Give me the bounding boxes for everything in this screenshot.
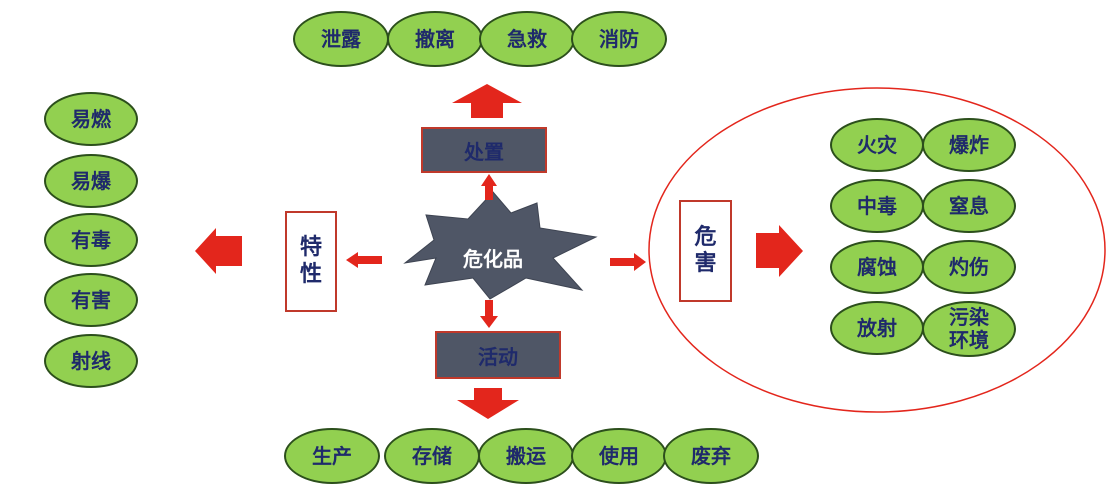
hazards-circle: [648, 87, 1106, 413]
disposal-item-first-aid: 急救: [479, 11, 575, 67]
hazards-box: 危害: [679, 200, 732, 302]
trait-item-radiation: 射线: [44, 334, 138, 388]
hazard-item-pollution-label: 污染环境: [949, 305, 989, 352]
activity-item-storage: 存储: [384, 428, 480, 484]
trait-item-toxic: 有毒: [44, 213, 138, 267]
small-arrow-up: [481, 174, 497, 200]
disposal-box: 处置: [421, 127, 547, 173]
activity-item-disposal: 废弃: [663, 428, 759, 484]
hazard-item-suffocation: 窒息: [922, 179, 1016, 233]
hazards-label: 危害: [694, 224, 717, 276]
trait-item-harmful: 有害: [44, 273, 138, 327]
big-arrow-down: [457, 388, 519, 419]
activity-item-use: 使用: [571, 428, 667, 484]
activity-box: 活动: [435, 331, 561, 379]
big-arrow-right: [756, 225, 803, 277]
hazard-item-poisoning: 中毒: [830, 179, 924, 233]
characteristics-label: 特性: [300, 235, 323, 287]
big-arrow-left: [195, 228, 242, 274]
hazard-item-fire: 火灾: [830, 118, 924, 172]
trait-item-flammable: 易燃: [44, 92, 138, 146]
hazard-item-corrosion: 腐蚀: [830, 240, 924, 294]
center-star-shape: [403, 191, 598, 300]
small-arrow-right: [610, 253, 646, 271]
hazard-item-burn: 灼伤: [922, 240, 1016, 294]
activity-item-transport: 搬运: [478, 428, 574, 484]
disposal-item-firefighting: 消防: [571, 11, 667, 67]
trait-item-explosive: 易爆: [44, 154, 138, 208]
big-arrow-up: [452, 84, 522, 118]
characteristics-box: 特性: [285, 211, 337, 312]
hazard-item-explosion: 爆炸: [922, 118, 1016, 172]
center-label: 危化品: [463, 247, 523, 271]
hazard-item-radiation: 放射: [830, 301, 924, 355]
disposal-item-evacuate: 撤离: [387, 11, 483, 67]
activity-item-production: 生产: [284, 428, 380, 484]
disposal-item-leak: 泄露: [293, 11, 389, 67]
small-arrow-left: [346, 252, 382, 268]
hazard-item-pollution: 污染环境: [922, 301, 1016, 357]
small-arrow-down: [480, 300, 498, 328]
